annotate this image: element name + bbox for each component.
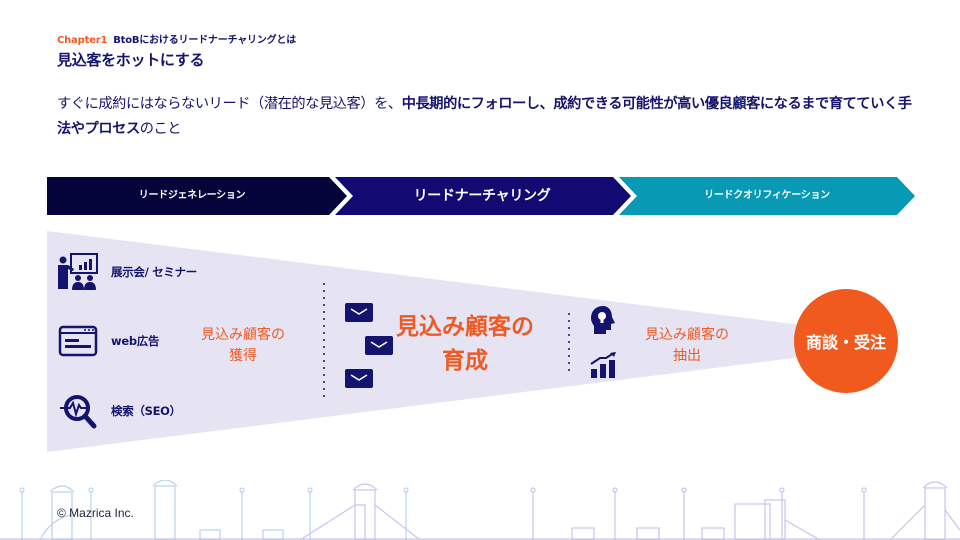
chapter-number: Chapter1 [57,35,108,46]
chapter-heading: Chapter1 BtoBにおけるリードナーチャリングとは [57,31,296,46]
head-lightbulb-icon [591,306,615,334]
lead-text-bold: 中長期的にフォローし、成約できる可能性が高い優良顧客になるまで育てていく手法やプ… [57,96,912,137]
process-chevrons: リードジェネレーション リードナーチャリング リードクオリフィケーション [47,177,915,215]
dotted-divider [568,313,570,376]
chevron-shapes [47,177,915,215]
step-lead-generation: リードジェネレーション [138,190,246,201]
phase-nurture-line1: 見込み顧客の [396,314,534,340]
mail-icon [345,369,373,388]
goal-label: 商談・受注 [805,333,886,352]
chapter-title: BtoBにおけるリードナーチャリングとは [113,35,297,46]
page-title: 見込客をホットにする [57,51,205,69]
step-lead-qualification: リードクオリフィケーション [704,190,830,201]
goal-deal-closed-circle: 商談・受注 [794,289,898,393]
source-seminar: 展示会/ セミナー [57,252,197,292]
phase-extract-line2: 抽出 [673,348,701,364]
phase-nurture-line2: 育成 [442,348,488,374]
phase-acquire-line2: 獲得 [229,348,257,364]
copyright-text: © Mazrica Inc. [57,506,134,520]
phase-extract-label: 見込み顧客の 抽出 [632,325,742,367]
step-lead-nurturing: リードナーチャリング [413,188,551,204]
playground-skyline-decoration [0,480,960,540]
lead-paragraph: すぐに成約にはならないリード（潜在的な見込客）を、中長期的にフォローし、成約でき… [57,92,917,142]
web-ad-browser-icon [57,321,99,361]
dotted-divider [323,283,325,402]
seminar-presenter-icon [57,252,99,292]
phase-acquire-label: 見込み顧客の 獲得 [188,325,298,367]
source-label: 展示会/ セミナー [111,265,198,279]
search-seo-icon [57,391,99,431]
mail-icon [345,303,373,322]
growth-chart-icon [590,352,616,378]
phase-nurture-label: 見込み顧客の 育成 [395,310,535,378]
lead-text-tail: のこと [139,121,182,137]
source-web-ad: web広告 [57,321,159,361]
source-seo: 検索（SEO） [57,391,181,431]
phase-acquire-line1: 見込み顧客の [201,327,285,343]
lead-text-plain: すぐに成約にはならないリード（潜在的な見込客）を、 [57,96,402,112]
mail-icon [365,336,393,355]
source-label: 検索（SEO） [111,404,181,418]
phase-extract-line1: 見込み顧客の [645,327,729,343]
source-label: web広告 [111,334,160,348]
